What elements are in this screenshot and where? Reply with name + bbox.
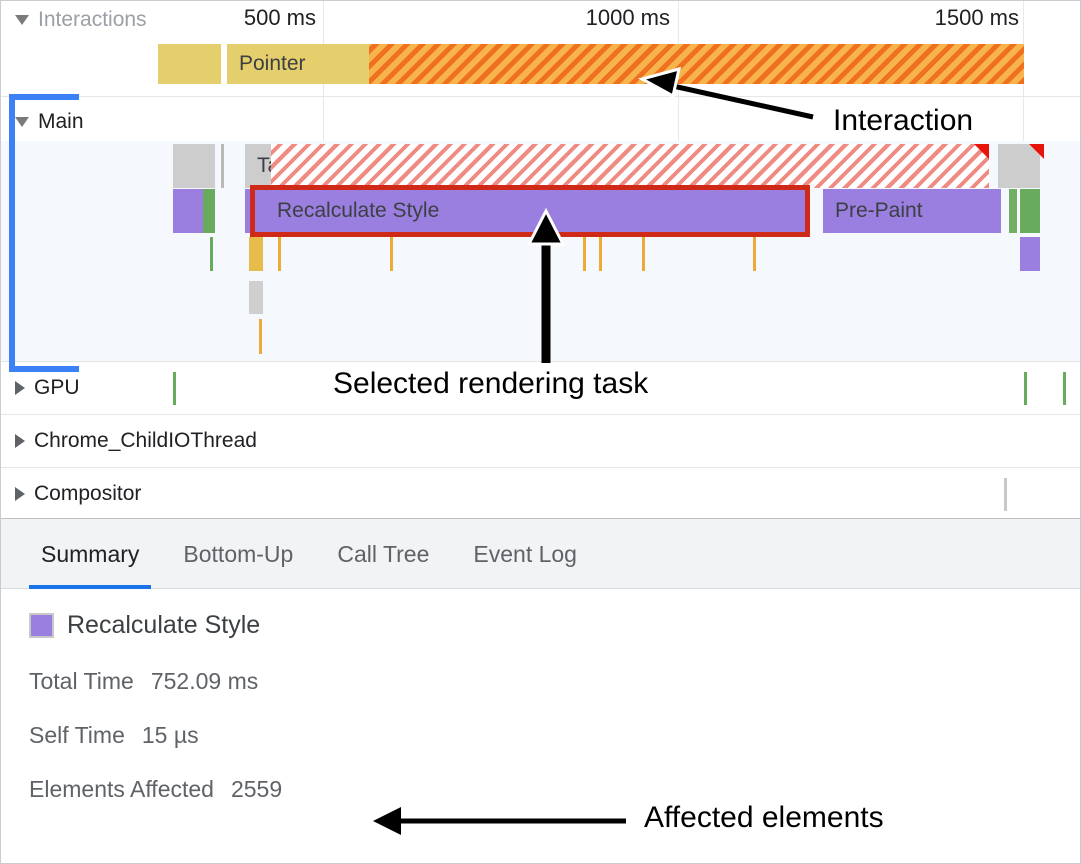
track-header-compositor[interactable]: Compositor — [1, 468, 141, 518]
summary-value-total-time: 752.09 ms — [150, 668, 259, 694]
annotation-affected-elements: Affected elements — [644, 801, 884, 834]
task-block-left[interactable] — [173, 144, 215, 188]
chevron-down-icon[interactable] — [15, 15, 29, 25]
ruler-label-1000ms: 1000 ms — [585, 5, 670, 30]
gray-block[interactable] — [249, 281, 263, 314]
main-track-body[interactable]: Task Recalculate Style Pre-Paint — [1, 141, 1080, 371]
track-header-chrome-child-io-thread[interactable]: Chrome_ChildIOThread — [1, 415, 257, 467]
summary-event-title: Recalculate Style — [29, 611, 1080, 640]
track-header-interactions[interactable]: Interactions — [1, 3, 147, 37]
interaction-hatched-bar[interactable] — [369, 44, 1024, 84]
recalculate-style-block[interactable]: Recalculate Style — [253, 189, 808, 233]
paint-tick[interactable] — [642, 237, 645, 271]
gpu-tick[interactable] — [1063, 372, 1066, 405]
chevron-right-icon[interactable] — [15, 487, 25, 501]
summary-row-total-time: Total Time 752.09 ms — [29, 668, 1080, 695]
summary-value-self-time: 15 µs — [141, 722, 199, 748]
track-row-gpu[interactable]: GPU — [1, 361, 1080, 414]
event-color-swatch-icon — [29, 613, 54, 638]
main-track-selection-bracket — [9, 94, 79, 100]
chevron-down-icon[interactable] — [15, 117, 29, 127]
summary-row-elements-affected: Elements Affected 2559 — [29, 776, 1080, 803]
track-header-main[interactable]: Main — [1, 105, 84, 139]
track-label-gpu: GPU — [34, 376, 80, 399]
pointer-bar-label: Pointer — [239, 52, 306, 75]
summary-key-self-time: Self Time — [29, 722, 125, 748]
summary-event-name: Recalculate Style — [67, 611, 261, 639]
paint-tick[interactable] — [753, 237, 756, 271]
summary-panel: Recalculate Style Total Time 752.09 ms S… — [1, 589, 1080, 803]
track-label-interactions: Interactions — [38, 8, 147, 31]
track-label-main: Main — [38, 110, 84, 133]
compositor-tick[interactable] — [1004, 478, 1007, 511]
main-track-selection-bracket — [9, 94, 15, 372]
commit-block[interactable] — [1009, 189, 1017, 233]
layout-block-left[interactable] — [203, 189, 215, 233]
pre-paint-block-label: Pre-Paint — [835, 199, 923, 222]
ruler-label-1500ms: 1500 ms — [934, 5, 1019, 30]
ruler-label-500ms: 500 ms — [243, 5, 316, 30]
main-track-selection-bracket — [9, 366, 79, 372]
tab-call-tree[interactable]: Call Tree — [337, 540, 430, 567]
flame-chart[interactable]: 500 ms 1000 ms 1500 ms Interactions Poin… — [1, 1, 1080, 518]
paint-bar[interactable] — [249, 237, 263, 271]
tab-summary[interactable]: Summary — [19, 519, 161, 589]
track-label-compositor: Compositor — [34, 482, 142, 505]
paint-tick[interactable] — [278, 237, 281, 271]
summary-key-elements-affected: Elements Affected — [29, 776, 214, 802]
gpu-tick[interactable] — [173, 372, 176, 405]
tab-event-log[interactable]: Event Log — [473, 540, 577, 567]
recalculate-style-block-left[interactable] — [173, 189, 203, 233]
paint-tick[interactable] — [390, 237, 393, 271]
paint-tick[interactable] — [583, 237, 586, 271]
task-long-hatched[interactable] — [271, 144, 989, 188]
task-divider — [221, 144, 224, 188]
layout-tick[interactable] — [210, 237, 213, 271]
track-row-chrome-child-io-thread[interactable]: Chrome_ChildIOThread — [1, 414, 1080, 467]
recalculate-style-block-label: Recalculate Style — [277, 199, 440, 222]
pre-paint-block[interactable]: Pre-Paint — [823, 189, 1001, 233]
details-tab-bar[interactable]: Summary Bottom-Up Call Tree Event Log — [1, 519, 1080, 589]
chevron-right-icon[interactable] — [15, 434, 25, 448]
long-task-warning-icon[interactable] — [1029, 144, 1044, 159]
interaction-pad-bar[interactable] — [158, 44, 221, 84]
pointer-bar[interactable]: Pointer — [227, 44, 369, 84]
track-row-compositor[interactable]: Compositor — [1, 467, 1080, 518]
gpu-tick[interactable] — [1024, 372, 1027, 405]
long-task-warning-icon[interactable] — [974, 144, 989, 159]
summary-key-total-time: Total Time — [29, 668, 134, 694]
summary-value-elements-affected: 2559 — [230, 776, 283, 802]
track-divider — [1, 96, 1080, 97]
track-label-chrome-child-io-thread: Chrome_ChildIOThread — [34, 429, 257, 452]
composite-block[interactable] — [1020, 237, 1040, 271]
paint-tick[interactable] — [599, 237, 602, 271]
tab-bottom-up[interactable]: Bottom-Up — [183, 540, 294, 567]
layer-block[interactable] — [1020, 189, 1040, 233]
paint-tick[interactable] — [259, 319, 262, 354]
annotation-selected-rendering-task: Selected rendering task — [333, 367, 649, 400]
summary-row-self-time: Self Time 15 µs — [29, 722, 1080, 749]
interactions-track-body[interactable]: Pointer — [1, 41, 1080, 89]
details-pane: Summary Bottom-Up Call Tree Event Log Re… — [1, 518, 1080, 863]
chevron-right-icon[interactable] — [15, 381, 25, 395]
annotation-interaction: Interaction — [833, 104, 974, 137]
track-header-gpu[interactable]: GPU — [1, 362, 80, 414]
